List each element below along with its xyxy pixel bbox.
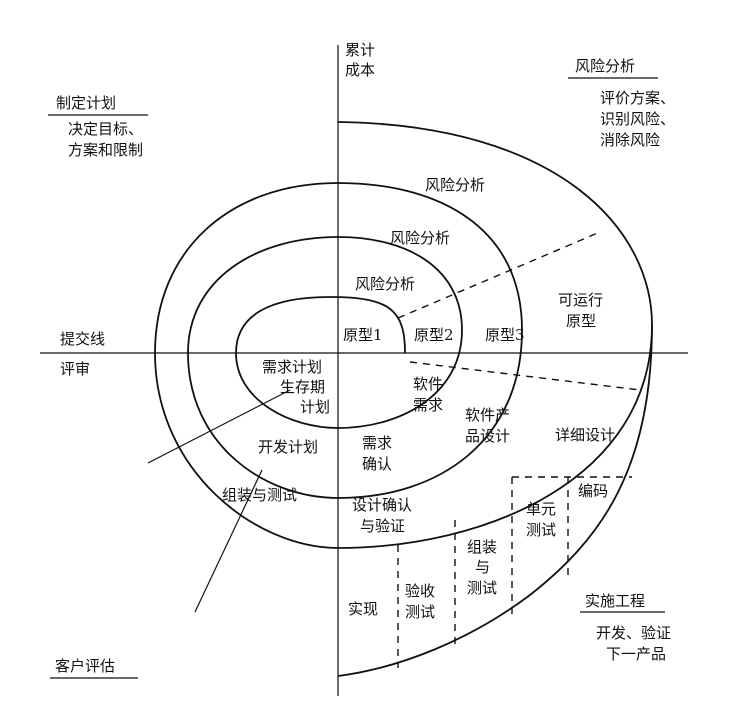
requirements-plan: 需求计划 (262, 358, 322, 376)
risk-label-inner: 风险分析 (355, 275, 415, 293)
design-verification-1: 设计确认 (352, 496, 412, 514)
risk-line-1: 评价方案、 (600, 89, 675, 107)
risk-label-middle: 风险分析 (390, 229, 450, 247)
prototype-3: 原型3 (485, 326, 525, 344)
prototype-2: 原型2 (414, 326, 454, 344)
commit-line-label: 提交线 (60, 330, 105, 348)
unit-test-2: 测试 (526, 521, 556, 539)
leader-line-2 (194, 469, 263, 613)
implementation: 实现 (348, 600, 378, 618)
operational-prototype-2: 原型 (566, 312, 596, 330)
spiral-curve (154, 121, 653, 549)
dashed-boundary-upper (397, 231, 601, 319)
acceptance-test-2: 测试 (405, 603, 435, 621)
requirements-validation-2: 确认 (362, 455, 392, 473)
risk-line-3: 消除风险 (600, 131, 660, 149)
planning-title: 制定计划 (56, 94, 116, 112)
unit-test-1: 单元 (526, 500, 556, 518)
risk-line-2: 识别风险、 (600, 110, 675, 128)
planning-line-1: 决定目标、 (68, 120, 143, 138)
assembly-test-1: 组装 (467, 538, 497, 556)
lifecycle: 生存期 (280, 378, 325, 396)
requirements-validation-1: 需求 (362, 434, 392, 452)
review-label: 评审 (60, 360, 90, 378)
assembly-test-2: 与 (475, 558, 490, 576)
design-verification-2: 与验证 (360, 517, 405, 535)
risk-label-outer: 风险分析 (425, 176, 485, 194)
risk-title: 风险分析 (575, 57, 635, 75)
acceptance-test-1: 验收 (405, 582, 435, 600)
cost-label-2: 成本 (345, 61, 375, 79)
plan: 计划 (300, 398, 330, 416)
product-design-2: 品设计 (465, 427, 510, 445)
detailed-design: 详细设计 (555, 426, 615, 444)
engineering-title: 实施工程 (585, 592, 645, 610)
software-requirements-2: 需求 (413, 396, 443, 414)
engineering-line-1: 开发、验证 (596, 624, 671, 642)
assembly-test-3: 测试 (467, 579, 497, 597)
development-plan: 开发计划 (258, 438, 318, 456)
software-requirements-1: 软件 (413, 375, 443, 393)
coding: 编码 (578, 482, 608, 500)
product-design-1: 软件产 (465, 406, 510, 424)
operational-prototype-1: 可运行 (558, 291, 603, 309)
dashed-boundary-lower (409, 361, 641, 391)
prototype-1: 原型1 (343, 326, 383, 344)
engineering-line-2: 下一产品 (606, 645, 666, 663)
cost-label-1: 累计 (345, 41, 375, 59)
planning-line-2: 方案和限制 (68, 141, 143, 159)
spiral-outer-arm (337, 324, 653, 677)
integration-test: 组装与测试 (222, 486, 297, 504)
customer-title: 客户评估 (55, 657, 115, 675)
leader-line-1 (147, 389, 291, 464)
